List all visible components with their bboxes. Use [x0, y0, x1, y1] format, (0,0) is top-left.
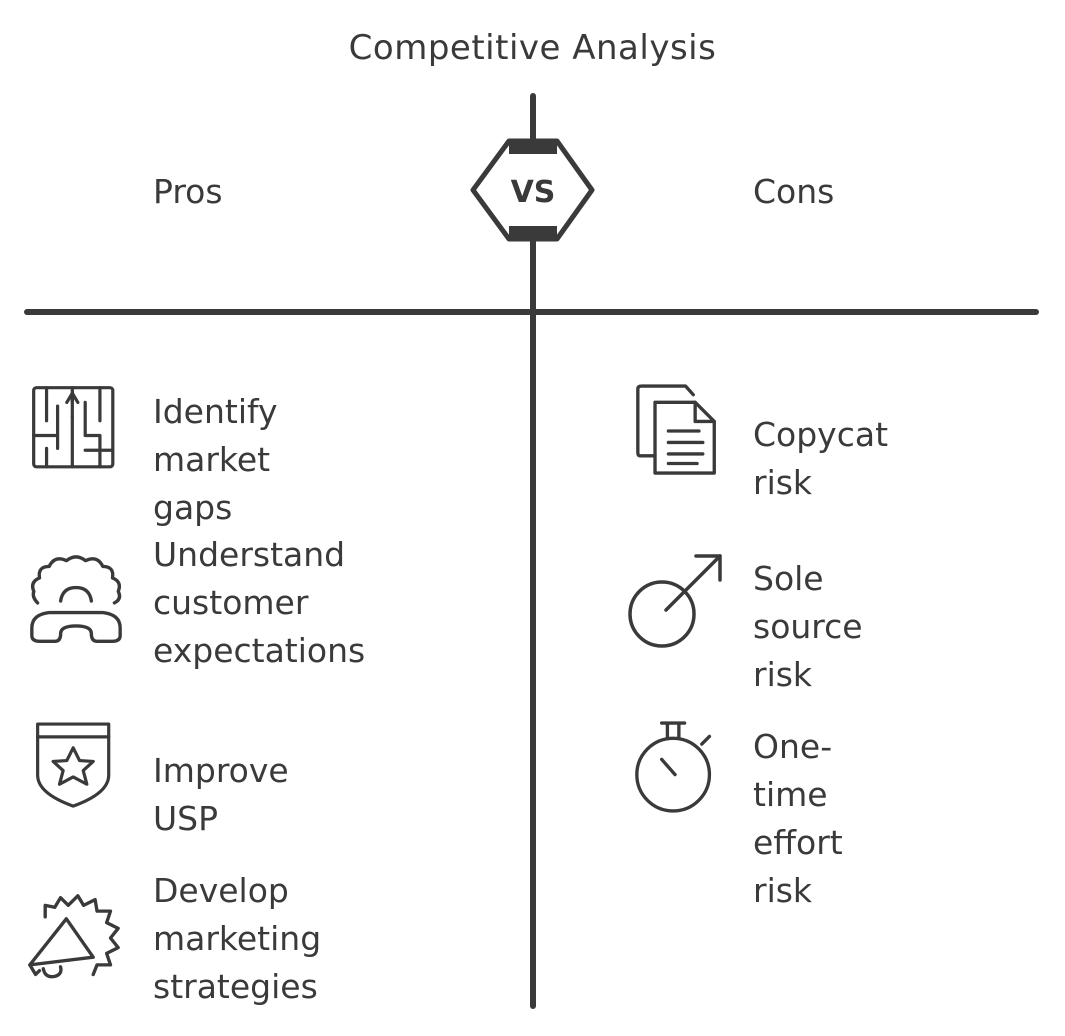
frustrated-customer-icon [28, 553, 124, 653]
single-arrow-icon [626, 550, 726, 654]
stopwatch-icon [633, 718, 719, 820]
vs-badge: VS [470, 138, 595, 242]
cons-heading: Cons [753, 172, 835, 211]
cons-item-label: One-time effort risk [753, 727, 843, 910]
pros-item-label: Understand customer expectations [153, 535, 366, 670]
copy-documents-icon [634, 382, 720, 484]
cons-item-label: Copycat risk [753, 415, 889, 502]
pros-item-label: Identify market gaps [153, 392, 278, 527]
pros-item-label: Develop marketing strategies [153, 871, 322, 1006]
diagram-title: Competitive Analysis [348, 28, 717, 68]
pros-item-label: Improve USP [153, 751, 289, 838]
vs-label: VS [511, 175, 556, 210]
cons-item-label: Sole source risk [753, 559, 863, 694]
pros-heading: Pros [153, 172, 223, 211]
star-shield-icon [34, 718, 116, 818]
maze-icon [30, 384, 122, 480]
megaphone-icon [26, 890, 122, 990]
